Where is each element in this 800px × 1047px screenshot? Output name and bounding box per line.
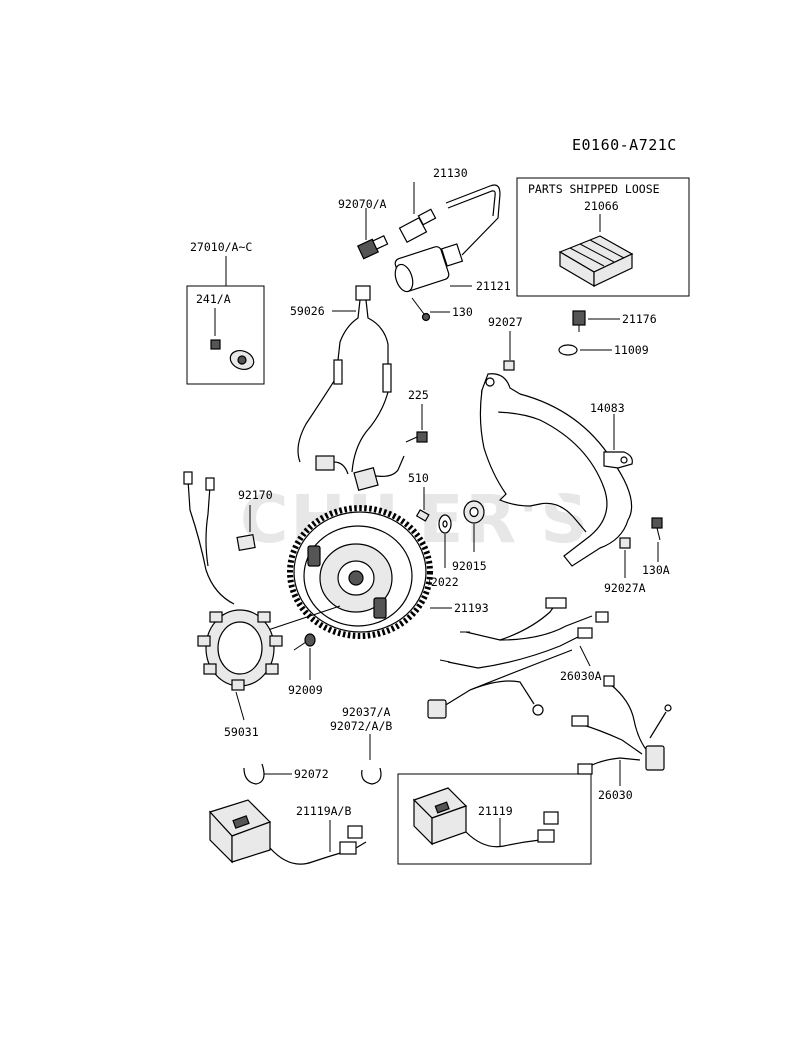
- spacer-92027A-part: [619, 537, 631, 549]
- label-241: 241/A: [196, 292, 231, 306]
- label-92027: 92027: [488, 315, 523, 329]
- key-510-part: [415, 509, 430, 522]
- sensor-21176-part: [572, 310, 586, 332]
- bolt-130-part: [411, 297, 431, 322]
- label-92170: 92170: [238, 488, 273, 502]
- oil-switch-part: [210, 339, 255, 371]
- ignition-coil-group: [356, 184, 501, 322]
- label-510: 510: [408, 471, 429, 485]
- clamp-92170-part: [236, 534, 256, 551]
- label-27010: 27010/A~C: [190, 240, 252, 254]
- label-21119AB: 21119A/B: [296, 804, 351, 818]
- label-59031: 59031: [224, 725, 259, 739]
- washer-11009-part: [558, 344, 578, 356]
- label-130A: 130A: [642, 563, 670, 577]
- wire-harness-26030-part: [571, 675, 672, 775]
- ignition-lead: [445, 184, 501, 256]
- label-11009: 11009: [614, 343, 649, 357]
- label-92027A: 92027A: [604, 581, 646, 595]
- clamp-92037-part: [361, 767, 382, 785]
- label-21176: 21176: [622, 312, 657, 326]
- label-21066: 21066: [584, 199, 619, 213]
- label-26030A: 26030A: [560, 669, 602, 683]
- bolt-225-part: [405, 431, 428, 443]
- stator-part: [183, 471, 283, 691]
- label-92015: 92015: [452, 559, 487, 573]
- ignitor-21119-part: [412, 787, 559, 848]
- label-14083: 14083: [590, 401, 625, 415]
- label-21119: 21119: [478, 804, 513, 818]
- flywheel-shroud-part: [479, 373, 633, 567]
- label-92070: 92070/A: [338, 197, 387, 211]
- washer-92022-part: [438, 514, 452, 534]
- label-225: 225: [408, 388, 429, 402]
- label-92022: 92022: [424, 575, 459, 589]
- label-26030: 26030: [598, 788, 633, 802]
- label-92072AB: 92072/A/B: [330, 719, 392, 733]
- regulator-part: [558, 235, 634, 288]
- ignition-coil-part: [394, 243, 464, 293]
- label-92037: 92037/A: [342, 705, 391, 719]
- label-92072: 92072: [294, 767, 329, 781]
- ignitor-21119AB-part: [208, 799, 367, 865]
- label-59026: 59026: [290, 304, 325, 318]
- plug-cap-part: [398, 208, 437, 244]
- bolt-130A-part: [651, 517, 663, 541]
- clamp-92072-part: [243, 763, 265, 785]
- wire-harness-26030A-part: [427, 597, 609, 719]
- spacer-92027-part: [503, 360, 515, 371]
- loose-box-title: PARTS SHIPPED LOOSE: [528, 182, 660, 196]
- label-130: 130: [452, 305, 473, 319]
- spark-plug-part: [356, 235, 389, 260]
- wire-harness-59026-part: [297, 285, 405, 492]
- nut-92015-part: [463, 500, 485, 524]
- bolt-92009-part: [293, 633, 316, 651]
- diagram-code: E0160-A721C: [572, 136, 677, 154]
- ignitor-21119-box: [397, 773, 592, 865]
- label-21193: 21193: [454, 601, 489, 615]
- label-21130: 21130: [433, 166, 468, 180]
- label-92009: 92009: [288, 683, 323, 697]
- parts-shipped-loose-box: [516, 177, 690, 297]
- switch-kit-box: [186, 285, 265, 385]
- flywheel-part: [287, 505, 433, 639]
- label-21121: 21121: [476, 279, 511, 293]
